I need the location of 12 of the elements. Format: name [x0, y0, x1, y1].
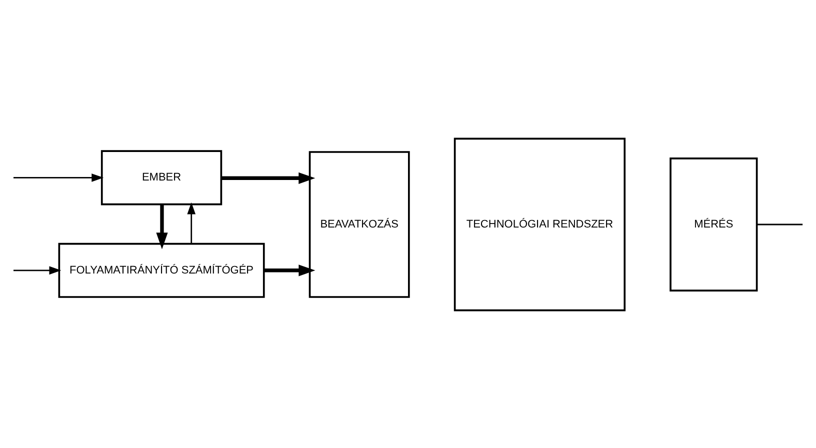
arrow	[264, 264, 316, 276]
node-box: EMBER	[100, 150, 222, 205]
node-box: TECHNOLÓGIAI RENDSZER	[454, 137, 626, 311]
arrow	[221, 172, 316, 184]
arrow	[187, 202, 196, 244]
arrow	[13, 266, 62, 274]
connector	[756, 223, 803, 225]
node-box: MÉRÉS	[670, 157, 758, 291]
arrow	[13, 173, 104, 182]
arrow	[156, 204, 168, 249]
node-box: BEAVATKOZÁS	[308, 150, 410, 298]
node-box: FOLYAMATIRÁNYÍTÓ SZÁMÍTÓGÉP	[58, 242, 265, 298]
